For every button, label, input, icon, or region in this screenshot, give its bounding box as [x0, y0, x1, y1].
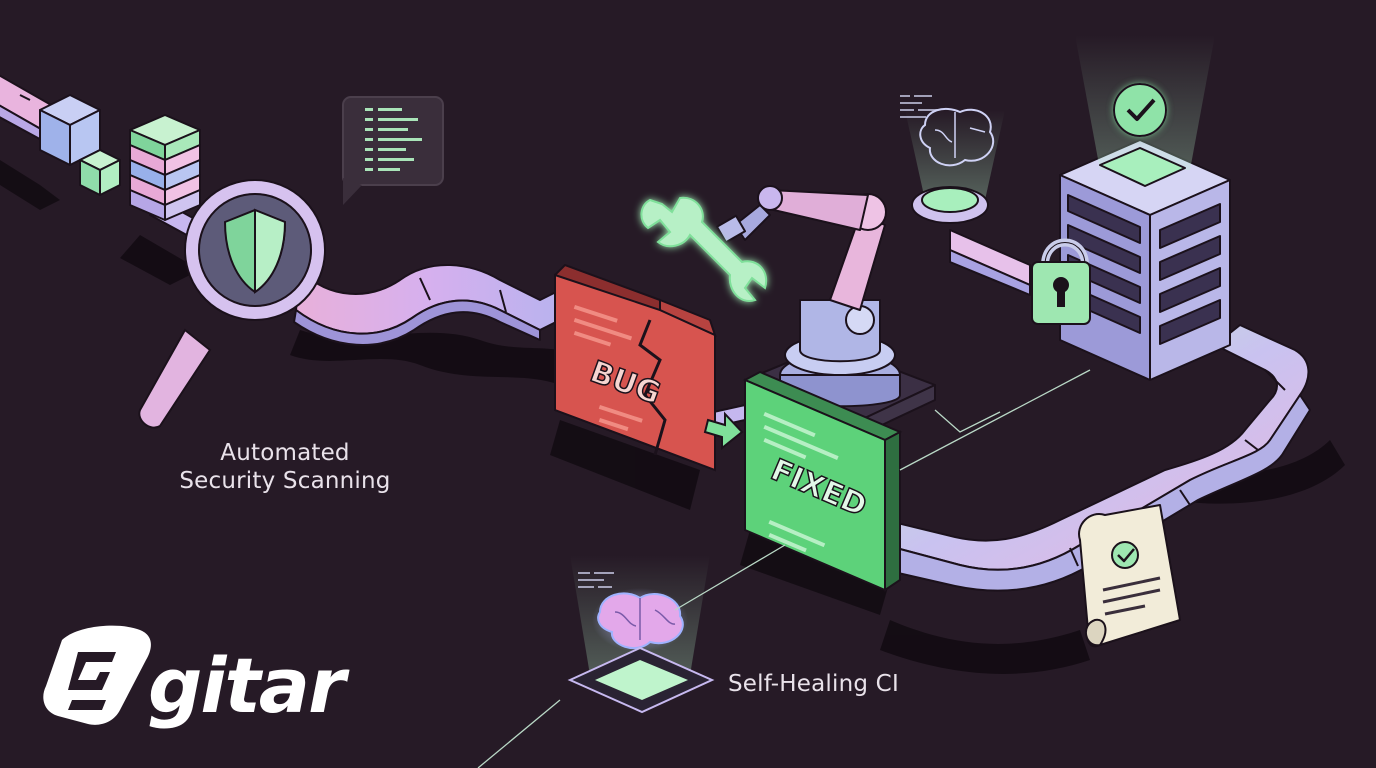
- wrench-icon: [640, 196, 768, 302]
- brand-wordmark: gitar: [148, 641, 350, 730]
- padlock-icon: [1031, 238, 1091, 325]
- terminal-log-icon: [342, 96, 444, 205]
- approved-document-icon: [1078, 504, 1181, 648]
- gitar-logo-mark: [43, 625, 151, 725]
- security-label-line1: Automated: [220, 440, 350, 466]
- arrow-icon: [703, 411, 744, 451]
- fixed-card-icon: [742, 370, 903, 592]
- security-scanning-label: Automated Security Scanning: [160, 439, 410, 495]
- callout-lines: [477, 369, 1091, 768]
- code-blocks-stack: [39, 94, 201, 221]
- security-label-line2: Security Scanning: [179, 468, 391, 494]
- server-rack-icon: [1059, 35, 1231, 381]
- bug-card-icon: [553, 263, 717, 472]
- self-healing-ci-label: Self-Healing CI: [728, 671, 899, 697]
- ai-brain-hologram-icon: [900, 95, 1005, 224]
- self-healing-brain-hologram-icon: [567, 555, 715, 714]
- magnifier-shield-icon: [138, 179, 326, 429]
- gitar-logo: gitar: [43, 625, 352, 730]
